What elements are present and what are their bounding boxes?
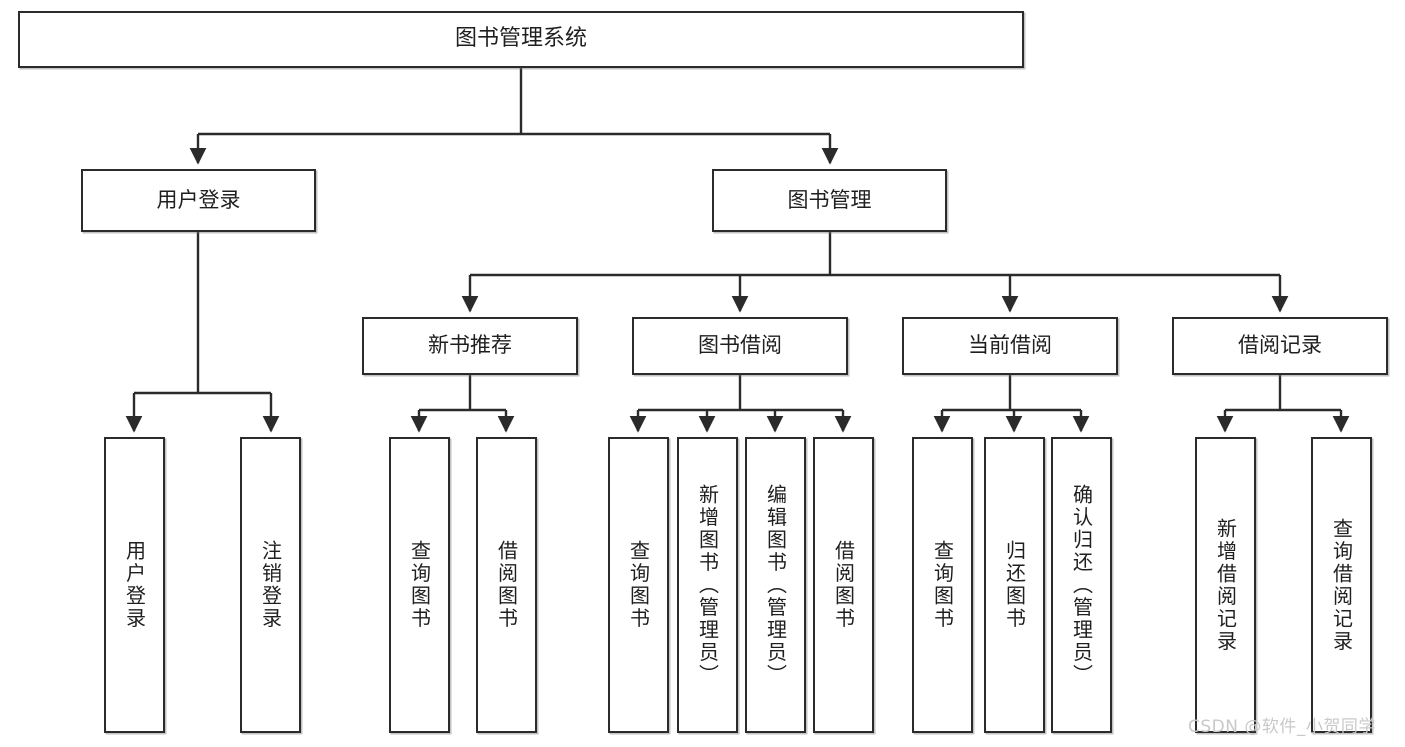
leaf-confirm-return-admin-label: 确认归还（管理员） [1069, 483, 1094, 687]
node-current-borrow[interactable]: 当前借阅 [902, 317, 1118, 375]
leaf-borrow-book-new-label: 借阅图书 [494, 540, 519, 630]
leaf-add-borrow-record[interactable]: 新增借阅记录 [1195, 437, 1256, 733]
leaf-confirm-return-admin[interactable]: 确认归还（管理员） [1051, 437, 1112, 733]
node-new-book-recommend-label: 新书推荐 [428, 333, 512, 358]
leaf-query-book-borrow-label: 查询图书 [626, 540, 651, 630]
node-current-borrow-label: 当前借阅 [968, 333, 1052, 358]
node-book-borrow[interactable]: 图书借阅 [632, 317, 848, 375]
leaf-user-login[interactable]: 用户登录 [104, 437, 165, 733]
node-user-login[interactable]: 用户登录 [81, 169, 316, 232]
node-user-login-label: 用户登录 [156, 187, 241, 212]
leaf-return-book[interactable]: 归还图书 [984, 437, 1045, 733]
leaf-edit-book-admin-label: 编辑图书（管理员） [763, 483, 788, 687]
node-book-management[interactable]: 图书管理 [712, 169, 947, 232]
leaf-edit-book-admin[interactable]: 编辑图书（管理员） [745, 437, 806, 733]
leaf-query-borrow-record[interactable]: 查询借阅记录 [1311, 437, 1372, 733]
node-borrow-record[interactable]: 借阅记录 [1172, 317, 1388, 375]
node-new-book-recommend[interactable]: 新书推荐 [362, 317, 578, 375]
csdn-watermark: CSDN @软件_小贺同学 [1188, 717, 1376, 737]
node-book-management-label: 图书管理 [787, 187, 872, 212]
leaf-user-login-label: 用户登录 [122, 540, 147, 630]
node-book-borrow-label: 图书借阅 [698, 333, 782, 358]
node-borrow-record-label: 借阅记录 [1238, 333, 1322, 358]
leaf-add-book-admin-label: 新增图书（管理员） [695, 483, 720, 687]
leaf-query-book-new[interactable]: 查询图书 [389, 437, 450, 733]
node-root-label: 图书管理系统 [454, 26, 587, 52]
leaf-add-book-admin[interactable]: 新增图书（管理员） [677, 437, 738, 733]
leaf-add-borrow-record-label: 新增借阅记录 [1213, 517, 1238, 653]
leaf-query-book-current-label: 查询图书 [930, 540, 955, 630]
leaf-user-logout-label: 注销登录 [258, 540, 283, 630]
leaf-borrow-book[interactable]: 借阅图书 [813, 437, 874, 733]
leaf-query-borrow-record-label: 查询借阅记录 [1329, 517, 1354, 653]
leaf-query-book-borrow[interactable]: 查询图书 [608, 437, 669, 733]
leaf-return-book-label: 归还图书 [1002, 540, 1027, 630]
leaf-query-book-new-label: 查询图书 [407, 540, 432, 630]
leaf-borrow-book-label: 借阅图书 [831, 540, 856, 630]
leaf-user-logout[interactable]: 注销登录 [240, 437, 301, 733]
node-root[interactable]: 图书管理系统 [18, 11, 1024, 68]
leaf-query-book-current[interactable]: 查询图书 [912, 437, 973, 733]
leaf-borrow-book-new[interactable]: 借阅图书 [476, 437, 537, 733]
